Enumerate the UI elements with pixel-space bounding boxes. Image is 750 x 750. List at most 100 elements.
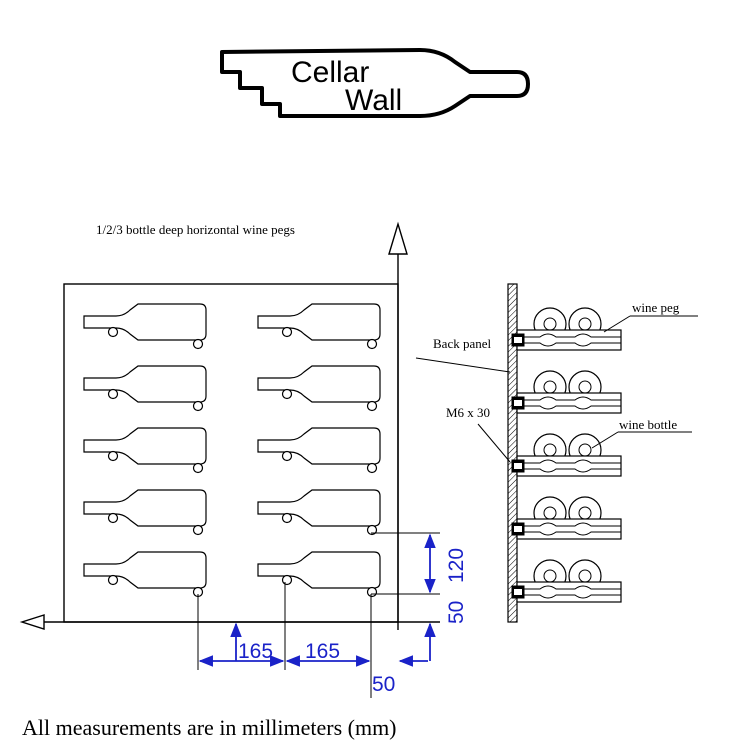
peg-hole <box>366 338 378 350</box>
peg-groove <box>517 585 621 590</box>
peg-hole <box>281 326 293 338</box>
dim-label-h-spacing-2: 165 <box>305 640 340 663</box>
dim-label-v-spacing: 120 <box>445 548 468 583</box>
peg-hole <box>281 574 293 586</box>
peg-hole <box>281 450 293 462</box>
bottle-silhouette <box>83 489 207 527</box>
front-view-title: 1/2/3 bottle deep horizontal wine pegs <box>96 222 295 237</box>
bottle-silhouette <box>257 551 381 589</box>
peg-hole <box>107 326 119 338</box>
dimension-labels: 165 165 50 120 50 <box>238 548 468 696</box>
wine-peg <box>516 392 622 414</box>
bottle-silhouette <box>257 427 381 465</box>
bottle-end-inner <box>578 569 592 583</box>
peg-groove <box>517 522 621 527</box>
vertical-axis-arrow <box>388 221 408 255</box>
bottle-silhouette <box>257 489 381 527</box>
bottle-end-inner <box>578 317 592 331</box>
bottle-end-inner <box>578 506 592 520</box>
peg-hole <box>107 512 119 524</box>
peg-groove <box>517 531 621 536</box>
side-view-labels: wine peg Back panel M6 x 30 wine bottle <box>433 300 680 432</box>
front-bottle <box>257 303 381 350</box>
peg-hole <box>281 388 293 400</box>
bottle-silhouette <box>257 303 381 341</box>
leader-lines <box>415 315 698 463</box>
bottle-end-inner <box>543 380 557 394</box>
peg-hole <box>192 400 204 412</box>
label-wine-peg: wine peg <box>632 300 680 315</box>
bottle-grid <box>83 303 381 598</box>
peg-hole <box>107 450 119 462</box>
horizontal-axis-arrow <box>19 614 45 630</box>
peg-groove <box>517 333 621 338</box>
wine-peg-row <box>511 433 622 477</box>
bottle-end-inner <box>543 317 557 331</box>
fastener-slot <box>514 589 522 595</box>
wine-peg-row <box>511 307 622 351</box>
bottle-end-inner <box>578 380 592 394</box>
dim-label-edge-offset: 50 <box>372 673 395 696</box>
measurement-footnote: All measurements are in millimeters (mm) <box>22 715 397 740</box>
fastener-slot <box>514 400 522 406</box>
peg-hole <box>192 338 204 350</box>
peg-hole <box>107 574 119 586</box>
front-view: 1/2/3 bottle deep horizontal wine pegs <box>19 221 468 698</box>
cellarwall-logo: Cellar Wall <box>220 48 530 118</box>
wine-peg <box>516 455 622 477</box>
front-bottle <box>83 365 207 412</box>
front-bottle <box>83 551 207 598</box>
peg-groove <box>517 459 621 464</box>
bottle-silhouette <box>83 427 207 465</box>
bottle-silhouette <box>83 365 207 403</box>
bottle-silhouette <box>83 551 207 589</box>
front-bottle <box>83 303 207 350</box>
wine-peg-row <box>511 370 622 414</box>
peg-hole <box>366 400 378 412</box>
fastener-slot <box>514 463 522 469</box>
bottle-end-inner <box>543 506 557 520</box>
peg-rows <box>511 307 622 603</box>
bottle-silhouette <box>83 303 207 341</box>
front-bottle <box>257 365 381 412</box>
front-bottle <box>257 551 381 598</box>
peg-hole <box>366 462 378 474</box>
bottle-end-inner <box>543 569 557 583</box>
front-bottle <box>83 489 207 536</box>
front-bottle <box>83 427 207 474</box>
dimension-lines <box>198 533 436 667</box>
extension-lines <box>197 532 440 698</box>
logo-text-wall: Wall <box>345 84 402 117</box>
fastener-slot <box>514 526 522 532</box>
bottle-silhouette <box>257 365 381 403</box>
wine-peg <box>516 581 622 603</box>
bottle-end-inner <box>578 443 592 457</box>
fastener-slot <box>514 337 522 343</box>
peg-hole <box>107 388 119 400</box>
front-bottle <box>257 427 381 474</box>
peg-hole <box>192 462 204 474</box>
wine-peg <box>516 518 622 540</box>
peg-hole <box>366 586 378 598</box>
peg-groove <box>517 594 621 599</box>
bottle-end-inner <box>543 443 557 457</box>
back-panel <box>507 283 518 623</box>
peg-hole <box>192 524 204 536</box>
wine-peg <box>516 329 622 351</box>
peg-groove <box>517 468 621 473</box>
wine-peg-row <box>511 496 622 540</box>
logo-bottle-outline <box>220 48 530 118</box>
label-wine-bottle: wine bottle <box>619 417 677 432</box>
front-bottle <box>257 489 381 536</box>
peg-groove <box>517 342 621 347</box>
peg-groove <box>517 396 621 401</box>
peg-groove <box>517 405 621 410</box>
wine-peg-row <box>511 559 622 603</box>
side-view: wine peg Back panel M6 x 30 wine bottle <box>415 283 698 623</box>
dim-label-bottom-offset: 50 <box>445 601 468 624</box>
peg-hole <box>281 512 293 524</box>
peg-hole <box>366 524 378 536</box>
label-back-panel: Back panel <box>433 336 492 351</box>
logo-text-cellar: Cellar <box>291 56 369 89</box>
